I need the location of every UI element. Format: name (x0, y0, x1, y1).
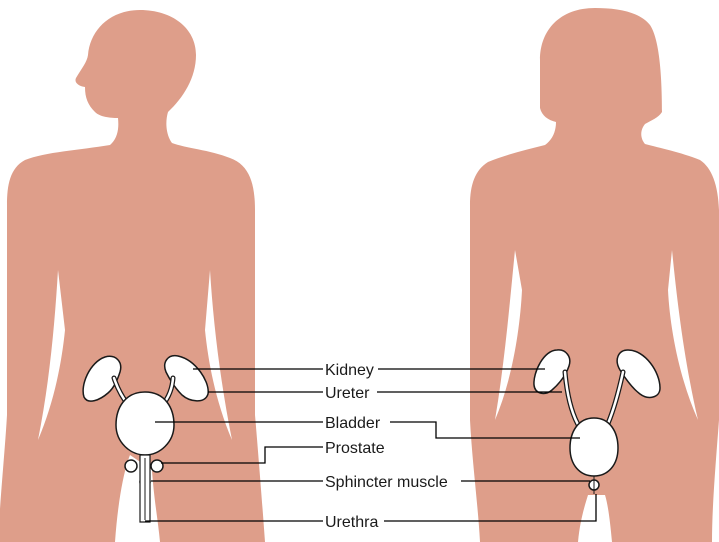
label-sphincter-muscle: Sphincter muscle (325, 474, 448, 491)
labels: Kidney Ureter Bladder Prostate Sphincter… (325, 362, 448, 531)
male-bladder (116, 392, 174, 455)
male-prostate-right (151, 460, 163, 472)
label-bladder: Bladder (325, 415, 381, 432)
female-bladder (570, 418, 618, 476)
label-ureter: Ureter (325, 385, 370, 402)
label-kidney: Kidney (325, 362, 374, 379)
label-urethra: Urethra (325, 514, 378, 531)
male-prostate-left (125, 460, 137, 472)
label-prostate: Prostate (325, 440, 385, 457)
